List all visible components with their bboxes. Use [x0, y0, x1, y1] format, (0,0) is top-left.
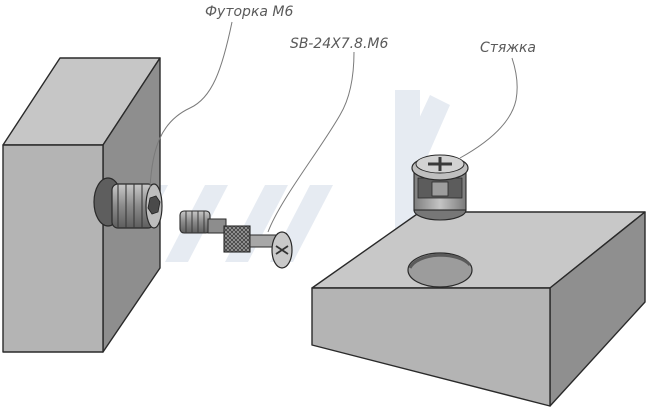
connector-bolt — [179, 210, 293, 269]
cam-label: Стяжка — [480, 40, 536, 56]
insert-label: Футорка М6 — [205, 4, 294, 20]
right-wood-panel — [311, 211, 646, 407]
cam-lock — [411, 154, 469, 221]
cam-hole — [407, 252, 473, 288]
bolt-leader — [267, 51, 355, 233]
cam-leader — [459, 57, 518, 159]
threaded-insert — [111, 183, 163, 229]
insert-leader — [149, 21, 233, 189]
bolt-label: SB-24X7.8.M6 — [290, 36, 388, 52]
